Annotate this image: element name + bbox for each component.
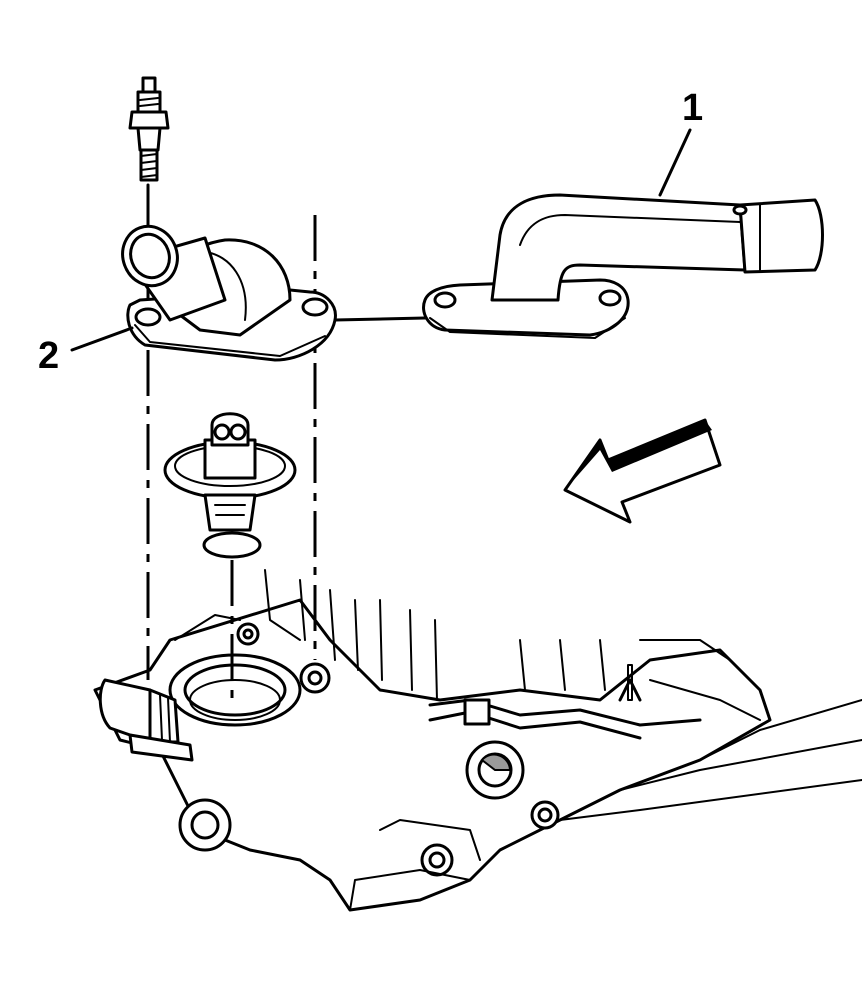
stud-bolt bbox=[128, 76, 170, 182]
thermostat-housing bbox=[121, 224, 337, 362]
callout-1: 1 bbox=[658, 87, 703, 197]
arrow-left-icon bbox=[563, 418, 722, 524]
thermostat bbox=[163, 412, 297, 559]
assembly-connector-line bbox=[333, 316, 427, 322]
temperature-sensor bbox=[98, 678, 194, 762]
engine-block bbox=[93, 569, 862, 912]
callout-1-label: 1 bbox=[682, 87, 703, 129]
callout-2: 2 bbox=[38, 326, 134, 377]
coolant-outlet-pipe bbox=[422, 193, 824, 339]
callout-2-label: 2 bbox=[38, 335, 59, 377]
